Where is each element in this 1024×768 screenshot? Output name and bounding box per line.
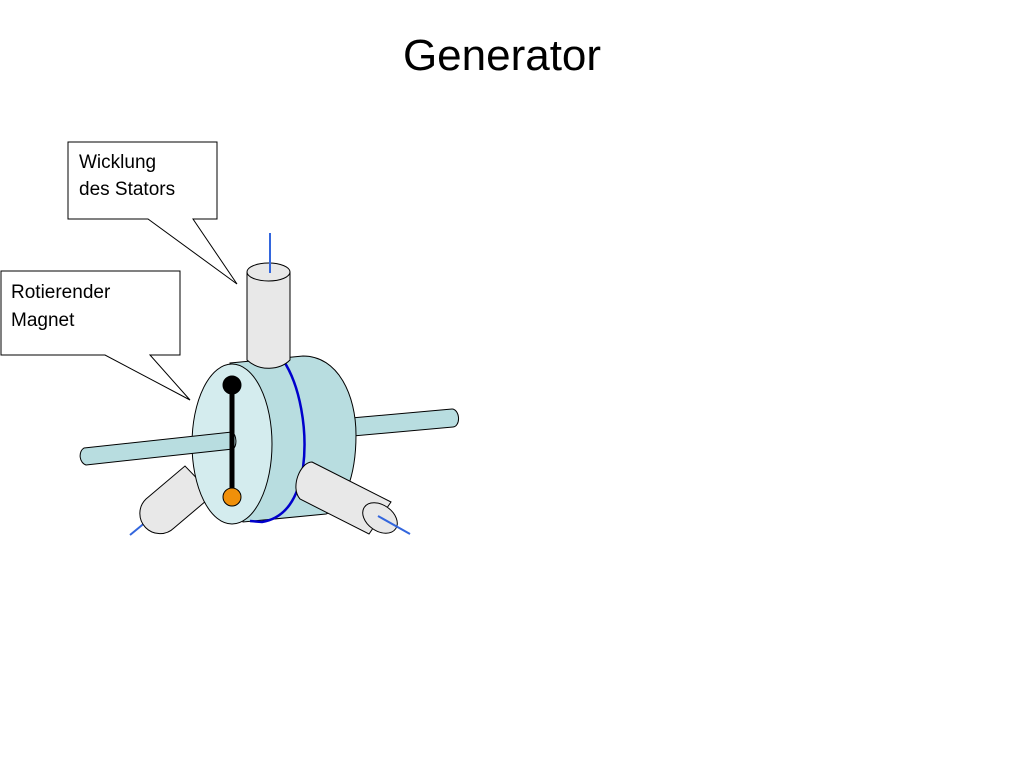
callout-stator-winding: Wicklung des Stators [67, 141, 238, 285]
coil-top-face [246, 262, 291, 282]
coil-lower-right [295, 461, 411, 535]
callout-rotating-magnet-line1: Rotierender [11, 282, 111, 303]
shaft-back-segment [339, 408, 460, 438]
coil-top [246, 233, 291, 369]
rotating-magnet [222, 375, 242, 507]
callout-stator-winding-box [67, 141, 238, 285]
callout-rotating-magnet-line2: Magnet [11, 310, 75, 331]
callout-rotating-magnet-box [0, 270, 191, 401]
coil-lower-left [129, 465, 214, 536]
callout-stator-winding-line1: Wicklung [79, 152, 156, 173]
shaft-front-segment [79, 431, 237, 466]
callout-rotating-magnet: Rotierender Magnet [0, 270, 191, 401]
coil-lower-right-lead-wire [377, 515, 411, 535]
coil-top-body [246, 271, 291, 369]
magnet-north-pole [222, 375, 242, 395]
slide-title: Generator [402, 31, 602, 80]
coil-lower-left-body [139, 465, 214, 535]
callout-stator-winding-line2: des Stators [79, 179, 175, 200]
magnet-south-pole [222, 487, 242, 507]
